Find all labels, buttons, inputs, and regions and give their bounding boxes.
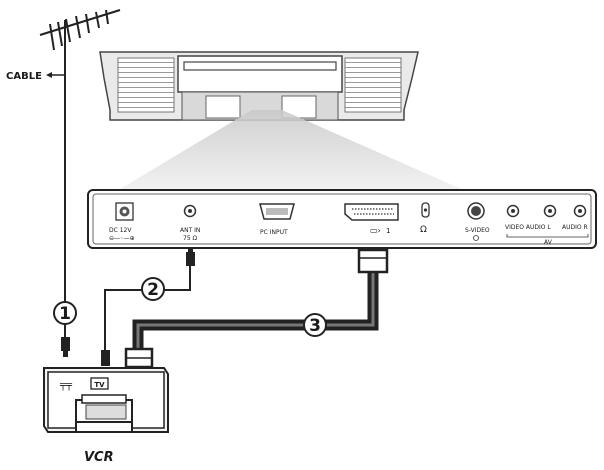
scart-port-icon	[344, 203, 399, 221]
callout-3: 3	[303, 313, 327, 337]
s-video-port-icon	[467, 202, 485, 220]
cable-3	[124, 248, 389, 369]
s-video-label: S-VIDEO	[465, 227, 490, 234]
svg-text:2: 2	[147, 280, 159, 300]
callout-2: 2	[141, 277, 165, 301]
callout-1: 1	[53, 301, 77, 325]
av-label: AV	[544, 239, 553, 246]
s-video-sub-icon	[473, 235, 479, 241]
tv-set	[99, 51, 419, 121]
headphone-label: Ω	[420, 225, 427, 235]
svg-text:1: 1	[59, 304, 71, 324]
headphone-jack-icon	[421, 202, 430, 218]
cable-label: CABLE	[6, 71, 42, 82]
connector-panel: DC 12V ⊖—◦—⊕ ANT IN 75 Ω PC INPUT ▭› 1 Ω	[87, 189, 597, 249]
ant-in-label: ANT IN	[180, 227, 200, 234]
pc-input-port-icon	[259, 203, 295, 220]
av-bracket	[506, 234, 589, 238]
audio-r-label: AUDIO R	[562, 224, 588, 231]
ant-in-impedance: 75 Ω	[183, 235, 198, 242]
scart-label: 1	[386, 227, 390, 235]
svg-text:TV: TV	[94, 381, 105, 389]
cable-arrow-icon	[46, 72, 64, 78]
pc-input-label: PC INPUT	[260, 229, 288, 236]
dc-in-label: DC 12V	[109, 227, 132, 234]
dc-polarity-icon: ⊖—◦—⊕	[109, 235, 135, 242]
tv-badge: TV	[90, 377, 109, 390]
dc-jack-icon	[115, 202, 134, 221]
antenna-input-symbol-icon: ╤╤	[59, 380, 73, 391]
svg-text:3: 3	[309, 316, 321, 336]
video-audio-l-label: VIDEO AUDIO L	[505, 224, 551, 231]
vcr-label: VCR	[84, 450, 114, 465]
scart-arrow-icon: ▭›	[370, 226, 381, 235]
zoom-beam	[110, 110, 475, 195]
vcr-device	[43, 367, 169, 433]
antenna-icon	[39, 9, 121, 318]
